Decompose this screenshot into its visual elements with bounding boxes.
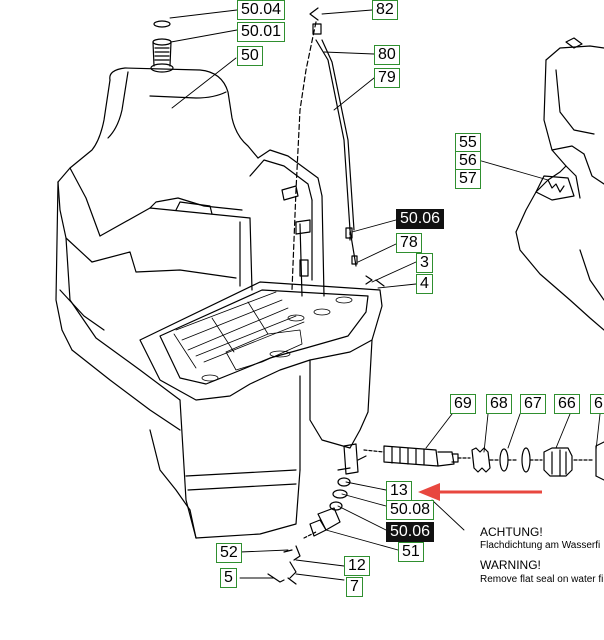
warning-title-english: WARNING!: [480, 558, 541, 572]
callout-6-partial: 6: [590, 394, 604, 414]
filler-neck: [150, 20, 174, 73]
callout-50-06-bottom: 50.06: [386, 522, 435, 542]
tank-outline: [55, 67, 383, 539]
deck-pattern: [173, 291, 353, 382]
warning-text-english: Remove flat seal on water fi: [480, 574, 604, 585]
level-rod: [291, 7, 358, 291]
callout-56: 56: [455, 151, 481, 171]
callout-57: 57: [455, 169, 481, 189]
callout-13: 13: [386, 481, 412, 501]
callout-7: 7: [346, 577, 363, 597]
warning-text-german: Flachdichtung am Wasserfi: [480, 540, 601, 551]
warning-title-german: ACHTUNG!: [480, 525, 543, 539]
filter-assembly: [363, 441, 604, 481]
callout-50-06-top: 50.06: [396, 209, 445, 229]
callout-50-04: 50.04: [237, 0, 286, 20]
red-arrow: [418, 483, 542, 501]
callout-78: 78: [396, 233, 422, 253]
callout-5: 5: [220, 568, 237, 588]
callout-50-01: 50.01: [237, 22, 286, 42]
leader-lines: [169, 9, 601, 581]
callout-12: 12: [344, 556, 370, 576]
callout-55: 55: [455, 133, 481, 153]
callout-50: 50: [237, 46, 263, 66]
callout-79: 79: [374, 68, 400, 88]
callout-3: 3: [416, 253, 433, 273]
right-tank-outline: [515, 37, 604, 331]
callout-68: 68: [486, 394, 512, 414]
callout-82: 82: [372, 0, 398, 20]
callout-66: 66: [554, 394, 580, 414]
callout-69: 69: [450, 394, 476, 414]
callout-4: 4: [416, 274, 433, 294]
callout-50-08: 50.08: [386, 500, 435, 520]
callout-51: 51: [398, 542, 424, 562]
callout-52: 52: [216, 543, 242, 563]
callout-80: 80: [374, 45, 400, 65]
callout-67: 67: [520, 394, 546, 414]
hose-hardware: [281, 185, 385, 287]
